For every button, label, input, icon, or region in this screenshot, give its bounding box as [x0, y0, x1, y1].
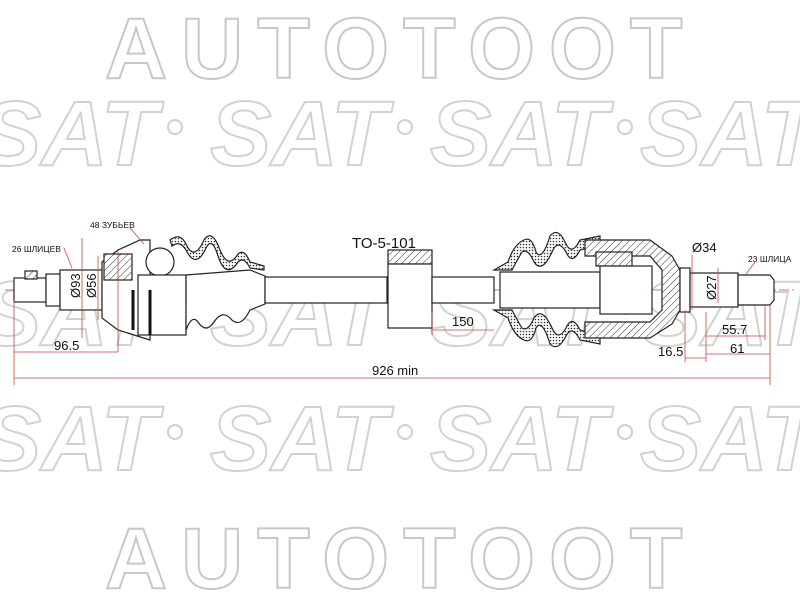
sat-logo: SAT: [210, 388, 394, 490]
left-inner-diameter: Ø56: [84, 273, 99, 298]
dim-right-c: 61: [730, 341, 744, 356]
damper: [387, 249, 433, 329]
right-outer-diameter: Ø34: [692, 240, 717, 255]
left-outer-diameter: Ø93: [68, 273, 83, 298]
right-splines-label: 23 ШЛИЦА: [748, 254, 792, 264]
sat-logo: SAT: [210, 83, 394, 185]
shaft: [264, 276, 388, 304]
registered-mark-icon: [617, 424, 633, 440]
sat-logo: SAT: [430, 83, 614, 185]
registered-mark-icon: [617, 119, 633, 135]
sat-logo: SAT: [640, 83, 800, 185]
dim-left-length: 96.5: [54, 338, 79, 353]
sat-logo: SAT: [640, 388, 800, 490]
left-splines-label: 26 ШЛИЦЕВ: [12, 244, 61, 254]
right-inner-diameter: Ø27: [704, 275, 719, 300]
shaft-right: [431, 276, 495, 304]
watermark-bottom-text: AUTOTOOT: [105, 511, 696, 600]
dim-overall-length: 926 min: [372, 363, 418, 378]
dim-right-a: 16.5: [658, 344, 683, 359]
registered-mark-icon: [167, 424, 183, 440]
sat-logo: SAT: [430, 388, 614, 490]
right-outer-joint: [491, 231, 775, 348]
sat-logo: SAT: [0, 83, 164, 185]
dimension-lines: [13, 227, 771, 385]
left-teeth-label: 48 ЗУБЬЕВ: [90, 220, 135, 230]
watermark-top-text: AUTOTOOT: [105, 1, 696, 97]
registered-mark-icon: [397, 424, 413, 440]
dim-right-b: 55.7: [722, 322, 747, 337]
part-number: TO-5-101: [352, 235, 416, 252]
dim-damper-offset: 150: [452, 314, 474, 329]
sat-logo: SAT: [0, 388, 164, 490]
registered-mark-icon: [167, 119, 183, 135]
registered-mark-icon: [397, 119, 413, 135]
